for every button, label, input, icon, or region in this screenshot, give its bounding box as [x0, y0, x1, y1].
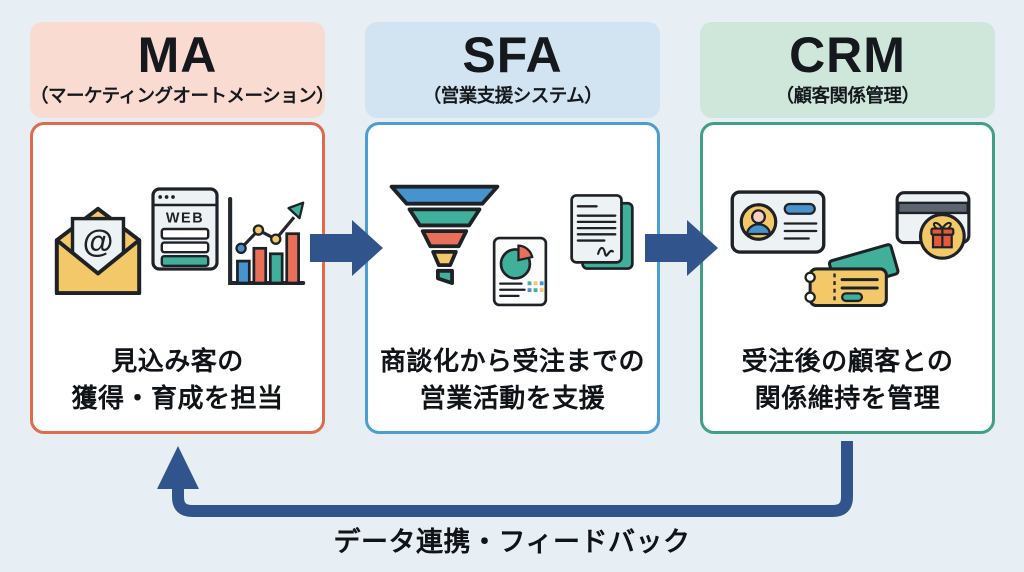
crm-description-line2: 関係維持を管理 [754, 383, 941, 413]
crm-title: CRM [789, 27, 906, 83]
web-label: WEB [166, 211, 204, 227]
coupon-ticket-icon [804, 243, 900, 308]
ma-card: @ WEB [30, 122, 325, 434]
gift-card-icon [895, 191, 971, 260]
ma-subtitle: （マーケティングオートメーション） [30, 85, 325, 106]
crm-card: 受注後の顧客との 関係維持を管理 [700, 122, 995, 434]
sfa-description-line1: 商談化から受注までの [379, 346, 645, 376]
contract-icon [570, 194, 634, 270]
analytics-chart-icon [228, 196, 306, 286]
column-ma: MA （マーケティングオートメーション） @ WEB [30, 22, 325, 434]
sfa-subtitle: （営業支援システム） [422, 85, 603, 106]
column-crm: CRM （顧客関係管理） [700, 22, 995, 434]
arrow-ma-to-sfa-icon [310, 220, 383, 276]
ma-description: 見込み客の 獲得・育成を担当 [33, 343, 322, 417]
sales-funnel-icon [389, 184, 500, 285]
crm-description: 受注後の顧客との 関係維持を管理 [703, 343, 992, 417]
sfa-description: 商談化から受注までの 営業活動を支援 [368, 343, 657, 417]
id-card-icon [730, 190, 826, 254]
ma-title: MA [137, 27, 218, 83]
sfa-header: SFA （営業支援システム） [365, 22, 660, 118]
pie-report-icon [492, 236, 548, 307]
email-icon: @ [54, 206, 142, 296]
sfa-description-line2: 営業活動を支援 [419, 383, 606, 413]
ma-header: MA （マーケティングオートメーション） [30, 22, 325, 118]
ma-description-line2: 獲得・育成を担当 [71, 383, 284, 413]
at-glyph: @ [83, 224, 114, 259]
crm-subtitle: （顧客関係管理） [775, 85, 920, 106]
ma-description-line1: 見込み客の [111, 346, 244, 376]
crm-header: CRM （顧客関係管理） [700, 22, 995, 118]
column-sfa: SFA （営業支援システム） [365, 22, 660, 434]
arrow-sfa-to-crm-icon [645, 220, 718, 276]
sfa-card: 商談化から受注までの 営業活動を支援 [365, 122, 660, 434]
web-form-icon: WEB [151, 187, 219, 271]
feedback-label: データ連携・フィードバック [333, 527, 691, 557]
crm-description-line1: 受注後の顧客との [741, 346, 954, 376]
sfa-title: SFA [462, 27, 563, 83]
